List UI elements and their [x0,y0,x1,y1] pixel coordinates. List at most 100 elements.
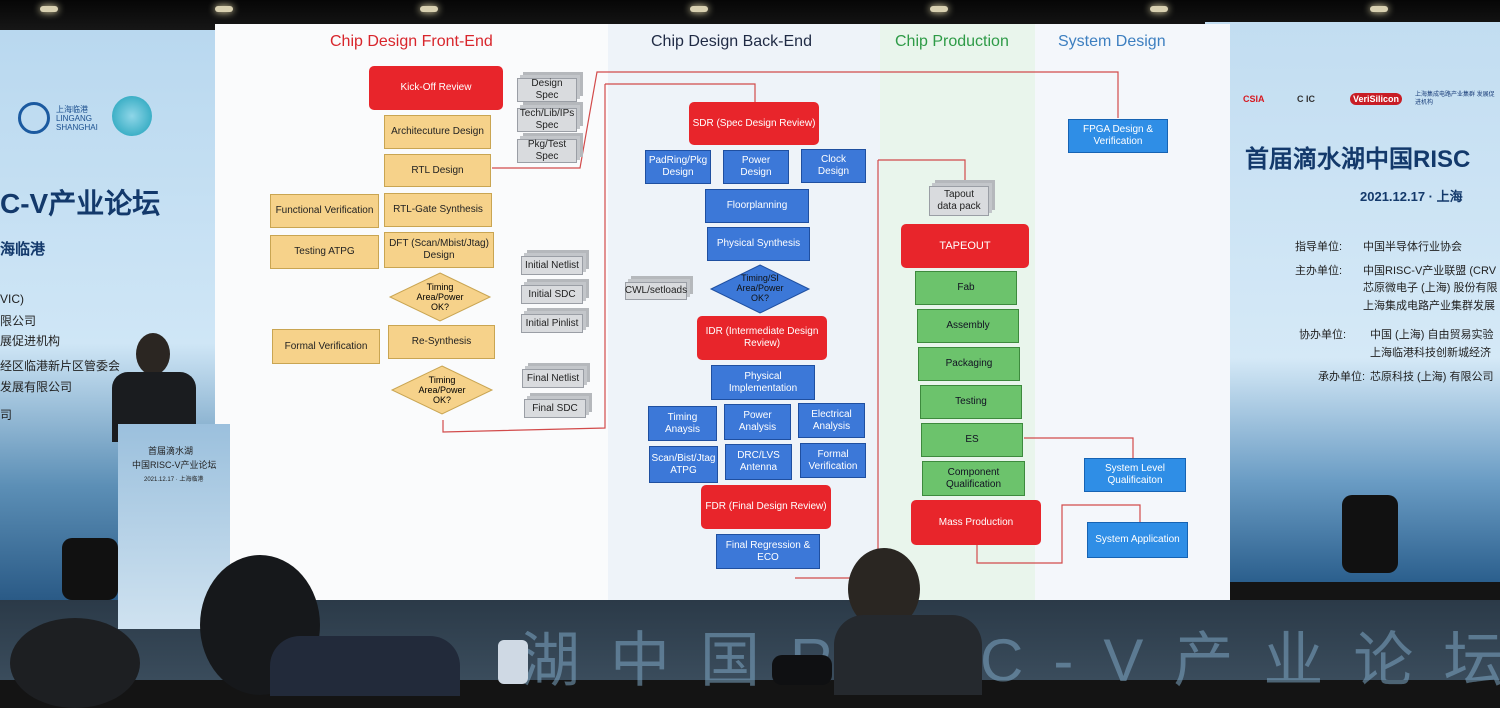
functional-verification-box: Functional Verification [270,194,379,228]
row-value: 中国 (上海) 自由贸易实验 [1370,329,1494,341]
final-netlist-doc: Final Netlist [522,369,584,388]
tapeout-box: TAPEOUT [901,224,1029,268]
tech-lib-spec-doc: Tech/Lib/IPs Spec [517,108,577,132]
power-analysis-box: Power Analysis [724,404,791,440]
ceiling-light [930,6,948,12]
row-value: 上海集成电路产业集群发展 [1363,300,1495,312]
timing-decision-2-label: Timing Area/Power OK? [418,375,466,405]
water-bottle [498,640,528,684]
synth-loop-connector [442,84,606,433]
ceiling-light [1370,6,1388,12]
timing-decision-2-icon [390,365,494,415]
es-box: ES [921,423,1023,457]
timing-decision-1-label: Timing Area/Power OK? [416,282,464,312]
row-value: 芯原微电子 (上海) 股份有限 [1363,282,1498,294]
testing-atpg-box: Testing ATPG [270,235,379,269]
formal-verification-box: Formal Verification [272,329,380,364]
left-screen-subtitle: 海临港 [0,241,46,258]
re-synthesis-box: Re-Synthesis [388,325,495,359]
header-production: Chip Production [895,33,1009,50]
design-spec-doc: Design Spec [517,78,577,102]
left-screen-line: 司 [0,408,13,422]
podium-line2: 中国RISC-V产业论坛 [132,460,217,470]
timing-analysis-box: Timing Anaysis [648,406,717,441]
system-level-qualification-box: System Level Qualificaiton [1084,458,1186,492]
architecture-design-box: Architecuture Design [384,115,491,149]
row-label: 主办单位: [1295,265,1343,277]
row-label: 指导单位: [1295,241,1343,253]
rtl-gate-synthesis-box: RTL-Gate Synthesis [384,193,492,227]
component-qualification-box: Component Qualification [922,461,1025,496]
cluster-logo: 上海集成电路产业集群 发展促进机构 [1415,92,1495,106]
row-label: 承办单位: [1318,371,1366,383]
assembly-box: Assembly [917,309,1019,343]
power-design-box: Power Design [723,150,789,184]
header-system: System Design [1058,33,1166,50]
row-label: 协办单位: [1299,329,1347,341]
forum-logo-icon [112,96,152,136]
left-side-screen: 上海临港 LINGANG SHANGHAI C-V产业论坛 海临港 VIC) 限… [0,30,220,600]
ceiling-light [420,6,438,12]
electrical-analysis-box: Electrical Analysis [798,403,865,438]
audience-head [10,618,140,708]
left-screen-title: C-V产业论坛 [0,188,161,219]
right-screen-date: 2021.12.17 · 上海 [1360,189,1463,204]
mass-production-box: Mass Production [911,500,1041,545]
final-regression-box: Final Regression & ECO [716,534,820,569]
cwl-setloads-doc: CWL/setloads [625,282,687,300]
to-tapout-connector [878,159,966,180]
rtl-to-fpga-connector [492,71,1119,169]
kickoff-review-box: Kick-Off Review [369,66,503,110]
initial-pinlist-doc: Initial Pinlist [521,314,583,333]
row-value: 中国半导体行业协会 [1363,241,1462,253]
es-to-system-qual-connector [1024,437,1134,458]
left-screen-line: 经区临港新片区管委会 [0,359,121,373]
floor-banner-text: 湖中国RISC-V产业论坛 [520,627,1500,694]
row-value: 中国RISC-V产业联盟 (CRV [1363,265,1497,277]
rtl-design-box: RTL Design [384,154,491,187]
right-screen-title: 首届滴水湖中国RISC [1245,146,1471,173]
row-value: 芯原科技 (上海) 有限公司 [1370,371,1494,383]
left-screen-line: 展促进机构 [0,334,61,348]
clock-design-box: Clock Design [801,149,866,183]
ceiling-light [1150,6,1168,12]
testing-box: Testing [920,385,1022,419]
ceiling-light [215,6,233,12]
speaker-head [136,333,170,375]
right-side-screen: CSIA C IC VeriSilicon 上海集成电路产业集群 发展促进机构 … [1205,22,1500,582]
fpga-verification-box: FPGA Design & Verification [1068,119,1168,153]
audience-body [834,615,982,695]
sdr-review-box: SDR (Spec Design Review) [689,102,819,145]
dft-design-box: DFT (Scan/Mbist/Jtag) Design [384,232,494,268]
csia-logo: CSIA [1243,94,1265,104]
podium-line1: 首届滴水湖 [148,446,194,456]
left-screen-line: 发展有限公司 [0,380,73,394]
packaging-box: Packaging [918,347,1020,381]
padring-design-box: PadRing/Pkg Design [645,150,711,184]
final-sdc-doc: Final SDC [524,399,586,418]
stage-lamp [62,538,118,600]
header-front-end: Chip Design Front-End [330,33,493,50]
left-screen-line: 限公司 [0,314,37,328]
timing-si-decision-icon [709,264,811,314]
backend-formal-box: Formal Verification [800,443,866,478]
timing-decision-1-icon [388,272,492,322]
idr-review-box: IDR (Intermediate Design Review) [697,316,827,360]
header-back-end: Chip Design Back-End [651,33,812,50]
audience-shoulder [270,636,460,696]
to-sdr-connector [605,83,756,102]
timing-si-decision-label: Timing/SI Area/Power OK? [736,273,784,303]
initial-netlist-doc: Initial Netlist [521,256,583,275]
ceiling-light [690,6,708,12]
physical-implementation-box: Physical Implementation [711,365,815,400]
mass-to-system-app-connector [976,504,1141,564]
stage-lamp [1342,495,1398,573]
cic-logo: C IC [1297,94,1315,104]
left-screen-line: VIC) [0,292,24,306]
system-application-box: System Application [1087,522,1188,558]
tapout-data-pack-doc: Tapout data pack [929,186,989,216]
lingang-logo-icon [18,102,50,134]
camera [772,655,832,685]
drc-lvs-box: DRC/LVS Antenna [725,444,792,480]
lingang-logo-text: 上海临港 LINGANG SHANGHAI [56,105,98,132]
